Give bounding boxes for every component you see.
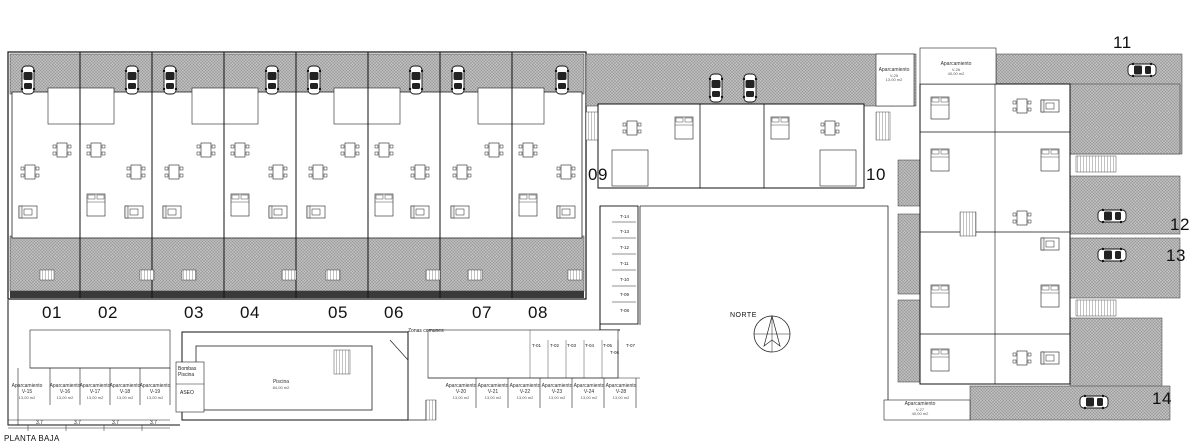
unit-number-10: 10 xyxy=(866,165,886,184)
courtyard xyxy=(639,205,889,420)
unit-number-12: 12 xyxy=(1170,215,1190,234)
storage-label: T-03 xyxy=(567,343,577,348)
storage-label: T-04 xyxy=(585,343,595,348)
dimension-label: 3.7 xyxy=(150,420,157,426)
storage-label: T-14 xyxy=(620,214,630,219)
storage-label: T-05 xyxy=(603,343,613,348)
unit-number-01: 01 xyxy=(42,303,62,322)
dimension-label: 3.7 xyxy=(74,420,81,426)
unit-number-14: 14 xyxy=(1152,389,1172,408)
storage-label: T-11 xyxy=(620,261,629,266)
restroom-label: ASEO xyxy=(180,390,194,396)
unit-number-13: 13 xyxy=(1166,246,1186,265)
pump-room-label: Bombas Piscina xyxy=(178,366,197,378)
dimension-label: 3.7 xyxy=(36,420,43,426)
unit-number-07: 07 xyxy=(472,303,492,322)
storage-label: T-07 xyxy=(626,343,636,348)
party-walls xyxy=(79,52,513,298)
storage-label: T-01 xyxy=(532,343,542,348)
north-arrow xyxy=(753,314,791,353)
storage-label: T-12 xyxy=(620,245,630,250)
entry-stairs xyxy=(39,269,583,281)
center-block xyxy=(585,53,917,189)
townhouse-block xyxy=(7,51,587,300)
unit-number-04: 04 xyxy=(240,303,260,322)
storage-column xyxy=(599,205,639,331)
unit-number-06: 06 xyxy=(384,303,404,322)
storage-label: T-10 xyxy=(620,277,630,282)
unit-number-05: 05 xyxy=(328,303,348,322)
storage-label: T-02 xyxy=(550,343,560,348)
pool-area xyxy=(175,331,437,421)
dimension-line xyxy=(8,425,170,431)
dimension-label: 3.7 xyxy=(112,420,119,426)
north-label: NORTE xyxy=(730,312,757,319)
unit-number-09: 09 xyxy=(588,165,608,184)
unit-number-08: 08 xyxy=(528,303,548,322)
storage-label: T-13 xyxy=(620,229,630,234)
storage-label: T-09 xyxy=(620,292,630,297)
storage-label: T-06 xyxy=(610,350,620,355)
unit-number-02: 02 xyxy=(98,303,118,322)
common-area-label: Zonas comunes xyxy=(408,328,444,334)
right-block xyxy=(883,47,1183,421)
plan-title: PLANTA BAJA xyxy=(4,434,60,443)
unit-number-03: 03 xyxy=(184,303,204,322)
unit-number-11: 11 xyxy=(1113,33,1132,52)
storage-label: T-08 xyxy=(620,308,630,313)
lower-parking xyxy=(7,300,640,426)
